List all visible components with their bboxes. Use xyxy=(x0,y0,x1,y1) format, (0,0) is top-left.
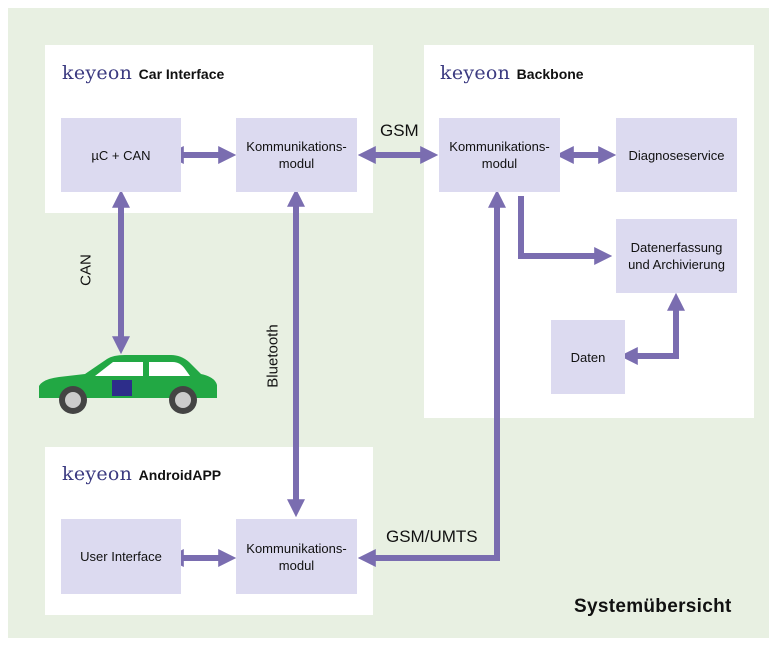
panel-subtitle: Car Interface xyxy=(138,66,225,82)
arrow-daten-to-datenerfassung xyxy=(619,292,685,365)
daten-node: Daten xyxy=(551,320,625,394)
android-app-title: keyeon AndroidAPP xyxy=(62,463,221,485)
backbone-kommunikationsmodul-node: Kommunikations- modul xyxy=(439,118,560,192)
user-interface-node: User Interface xyxy=(61,519,181,594)
arrow-gsm-umts xyxy=(357,189,506,567)
datenerfassung-node: Datenerfassung und Archivierung xyxy=(616,219,737,293)
gsm-umts-label: GSM/UMTS xyxy=(386,527,478,546)
brand-name: keyeon xyxy=(62,463,133,485)
backbone-title: keyeon Backbone xyxy=(440,62,584,84)
android-kommunikationsmodul-node: Kommunikations- modul xyxy=(236,519,357,594)
can-label: CAN xyxy=(77,254,95,286)
panel-subtitle: Backbone xyxy=(516,66,584,82)
brand-name: keyeon xyxy=(62,62,133,84)
car-interface-title: keyeon Car Interface xyxy=(62,62,224,84)
diagram-caption: Systemübersicht xyxy=(574,596,732,617)
car-kommunikationsmodul-node: Kommunikations- modul xyxy=(236,118,357,192)
panel-subtitle: AndroidAPP xyxy=(138,467,222,483)
bluetooth-label: Bluetooth xyxy=(264,324,282,388)
gsm-label: GSM xyxy=(380,121,419,140)
arrow-to-datenerfassung xyxy=(518,196,613,265)
uc-can-node: µC + CAN xyxy=(61,118,181,192)
car-icon xyxy=(39,355,217,414)
brand-name: keyeon xyxy=(440,62,511,84)
diagnoseservice-node: Diagnoseservice xyxy=(616,118,737,192)
